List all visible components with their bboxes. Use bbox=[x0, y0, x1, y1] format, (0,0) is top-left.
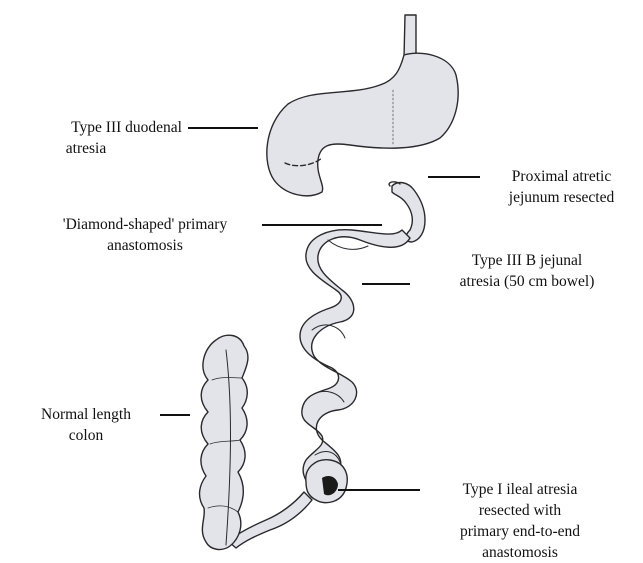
label-jejunal-line2: atresia (50 cm bowel) bbox=[414, 271, 640, 292]
label-proximal-jejunum: Proximal atretic jejunum resected bbox=[484, 166, 639, 208]
label-normal-colon: Normal length colon bbox=[18, 404, 154, 446]
stomach-duodenum bbox=[267, 53, 458, 196]
label-diamond-line1: 'Diamond-shaped' primary bbox=[36, 214, 254, 235]
label-jejunal-line1: Type III B jejunal bbox=[414, 250, 640, 271]
label-colon-line1: Normal length bbox=[18, 404, 154, 425]
label-diamond-anastomosis: 'Diamond-shaped' primary anastomosis bbox=[36, 214, 254, 256]
label-duodenal-line2: atresia bbox=[20, 138, 182, 159]
label-ileal-line1: Type I ileal atresia bbox=[422, 479, 618, 500]
label-ileal-line3: primary end-to-end bbox=[422, 521, 618, 542]
label-duodenal-atresia: Type III duodenal atresia bbox=[20, 117, 182, 159]
jejunum-loops bbox=[300, 230, 410, 488]
esophagus bbox=[404, 15, 416, 58]
label-proximal-line1: Proximal atretic bbox=[484, 166, 639, 187]
label-colon-line2: colon bbox=[18, 425, 154, 446]
label-diamond-line2: anastomosis bbox=[36, 235, 254, 256]
label-duodenal-line1: Type III duodenal bbox=[20, 117, 182, 138]
label-jejunal-atresia: Type III B jejunal atresia (50 cm bowel) bbox=[414, 250, 640, 292]
label-ileal-line2: resected with bbox=[422, 500, 618, 521]
label-proximal-line2: jejunum resected bbox=[484, 187, 639, 208]
colon bbox=[200, 335, 248, 549]
label-ileal-line4: anastomosis bbox=[422, 542, 618, 563]
label-ileal-atresia: Type I ileal atresia resected with prima… bbox=[422, 479, 618, 563]
